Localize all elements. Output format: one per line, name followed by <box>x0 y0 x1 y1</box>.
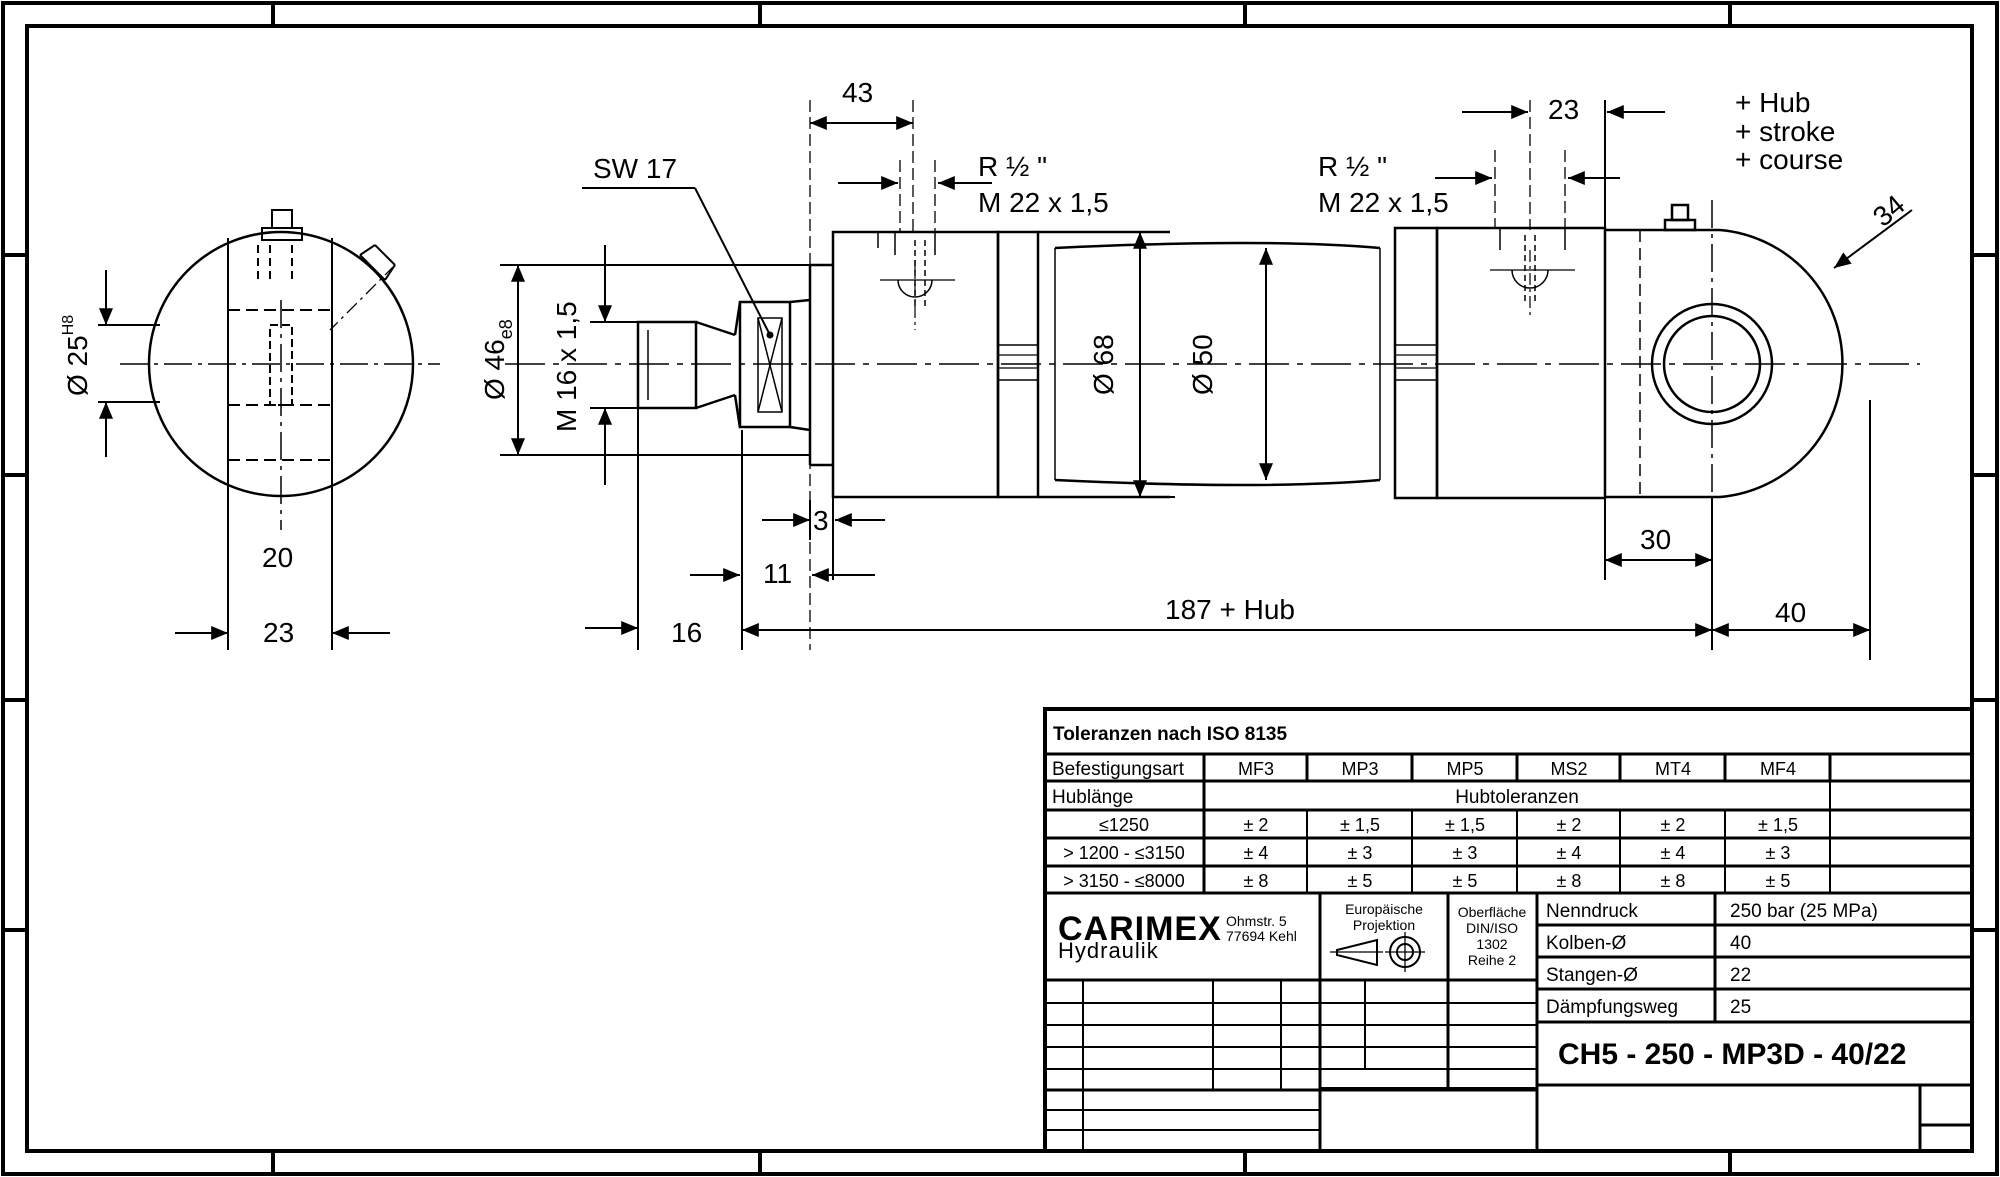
surface-label-4: Reihe 2 <box>1468 952 1516 968</box>
rod-dia-dim: Ø 46e8 <box>479 319 516 400</box>
stroke-label-fr: + course <box>1735 144 1843 175</box>
stroke-range-label: ≤1250 <box>1099 815 1149 835</box>
wrench-size-dim: SW 17 <box>593 153 677 184</box>
tolerance-cell: ± 4 <box>1557 843 1582 863</box>
projection-label-1: Europäische <box>1345 901 1423 917</box>
tolerance-cell: ± 1,5 <box>1340 815 1380 835</box>
mount-type-header: MS2 <box>1550 759 1587 779</box>
surface-label-1: Oberfläche <box>1458 904 1527 920</box>
dia-68-dim: Ø 68 <box>1088 334 1119 395</box>
spec-label-piston: Kolben-Ø <box>1546 933 1626 954</box>
stroke-tol-label: Hubtoleranzen <box>1455 787 1579 808</box>
tolerance-cell: ± 3 <box>1348 843 1373 863</box>
spec-value-piston: 40 <box>1730 933 1751 954</box>
tolerance-cell: ± 5 <box>1453 871 1478 891</box>
rod-thread-dim: M 16 x 1,5 <box>551 301 582 432</box>
tolerance-title: Toleranzen nach ISO 8135 <box>1053 724 1288 745</box>
dimension-labels: Ø 25H8 20 23 Ø 46e8 M 16 x 1,5 SW 17 43 … <box>60 77 1911 648</box>
mount-type-header: MF3 <box>1238 759 1274 779</box>
dim-40: 40 <box>1775 597 1806 628</box>
port-left-m: M 22 x 1,5 <box>978 187 1109 218</box>
spec-label-rod: Stangen-Ø <box>1546 965 1638 986</box>
tolerance-cell: ± 4 <box>1244 843 1269 863</box>
company-logo: CARIMEX <box>1058 910 1222 948</box>
tolerance-cell: ± 3 <box>1453 843 1478 863</box>
projection-label-2: Projektion <box>1353 917 1415 933</box>
tolerance-cell: ± 2 <box>1557 815 1582 835</box>
tolerance-cell: ± 5 <box>1766 871 1791 891</box>
end-view-dim-23: 23 <box>263 617 294 648</box>
spec-value-rod: 22 <box>1730 965 1751 986</box>
cylinder-side-view <box>505 200 1920 540</box>
tolerance-cell: ± 2 <box>1244 815 1269 835</box>
end-view-dim-20: 20 <box>262 542 293 573</box>
spec-label-pressure: Nenndruck <box>1546 901 1638 922</box>
end-view <box>98 209 440 650</box>
tolerance-cell: ± 8 <box>1244 871 1269 891</box>
radius-34: 34 <box>1867 189 1911 233</box>
port-right-m: M 22 x 1,5 <box>1318 187 1449 218</box>
dimension-lines <box>500 100 1913 660</box>
spec-value-damping: 25 <box>1730 997 1751 1018</box>
tolerance-cell: ± 8 <box>1557 871 1582 891</box>
dim-30: 30 <box>1640 524 1671 555</box>
dim-23-top: 23 <box>1548 94 1579 125</box>
tolerance-cell: ± 1,5 <box>1758 815 1798 835</box>
end-view-bore-dim: Ø 25H8 <box>60 315 93 396</box>
stroke-range-label: > 3150 - ≤8000 <box>1063 871 1184 891</box>
tolerance-cell: ± 4 <box>1661 843 1686 863</box>
part-code: CH5 - 250 - MP3D - 40/22 <box>1558 1038 1906 1071</box>
mount-type-header: MF4 <box>1760 759 1796 779</box>
port-left-r: R ½ " <box>978 151 1047 182</box>
tolerance-cell: ± 2 <box>1661 815 1686 835</box>
mount-type-headers: MF3 MP3 MP5 MS2 MT4 MF4 <box>1238 759 1796 779</box>
dim-16: 16 <box>671 617 702 648</box>
dim-187-hub: 187 + Hub <box>1165 594 1295 625</box>
dim-3: 3 <box>813 505 829 536</box>
stroke-label-en: + stroke <box>1735 116 1835 147</box>
mount-type-header: MT4 <box>1655 759 1691 779</box>
stroke-range-label: > 1200 - ≤3150 <box>1063 843 1184 863</box>
company-sub: Hydraulik <box>1058 938 1159 963</box>
surface-label-2: DIN/ISO <box>1466 920 1518 936</box>
surface-label-3: 1302 <box>1476 936 1507 952</box>
tolerance-rows: ≤1250 ± 2 ± 1,5 ± 1,5 ± 2 ± 2 ± 1,5 > 1200 - ≤3… <box>1063 815 1798 891</box>
port-right-r: R ½ " <box>1318 151 1387 182</box>
mount-type-header: MP5 <box>1446 759 1483 779</box>
tolerance-cell: ± 3 <box>1766 843 1791 863</box>
stroke-label: Hublänge <box>1052 787 1133 808</box>
stroke-label-de: + Hub <box>1735 87 1811 118</box>
dim-11: 11 <box>763 558 792 589</box>
mount-type-header: MP3 <box>1341 759 1378 779</box>
dim-43: 43 <box>842 77 873 108</box>
tolerance-cell: ± 8 <box>1661 871 1686 891</box>
spec-value-pressure: 250 bar (25 MPa) <box>1730 901 1878 922</box>
address-line-2: 77694 Kehl <box>1226 928 1297 944</box>
spec-label-damping: Dämpfungsweg <box>1546 997 1678 1018</box>
tolerance-cell: ± 1,5 <box>1445 815 1485 835</box>
address-line-1: Ohmstr. 5 <box>1226 913 1287 929</box>
title-block: Toleranzen nach ISO 8135 Befestigungsart… <box>1043 707 1974 1153</box>
tolerance-cell: ± 5 <box>1348 871 1373 891</box>
dia-50-dim: Ø 50 <box>1187 334 1218 395</box>
mount-label: Befestigungsart <box>1052 759 1185 780</box>
